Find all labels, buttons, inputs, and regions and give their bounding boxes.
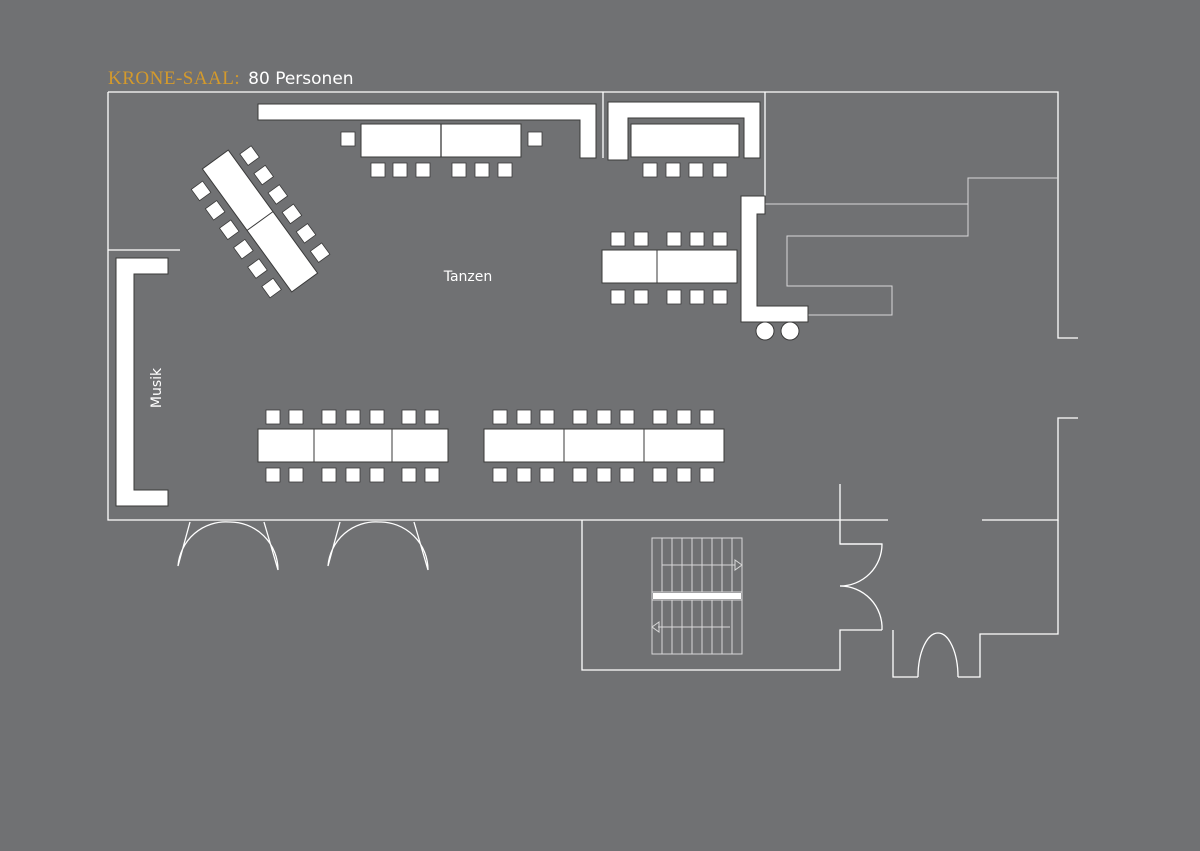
counters <box>115 101 761 507</box>
table-top <box>340 123 543 178</box>
staircase <box>651 537 743 655</box>
doors <box>177 521 959 678</box>
table-right <box>601 231 738 305</box>
capacity: 80 Personen <box>248 69 354 89</box>
venue-name: KRONE-SAAL: <box>108 68 241 89</box>
dance-area-label: Tanzen <box>443 269 493 285</box>
table-bottom-right <box>483 409 725 483</box>
bar-area <box>740 177 1058 341</box>
music-area-label: Musik <box>149 367 165 408</box>
counter-seats <box>642 162 728 178</box>
table-diagonal <box>190 145 331 299</box>
page-title: KRONE-SAAL: 80 Personen <box>108 55 354 92</box>
table-bottom-left <box>257 409 449 483</box>
walls <box>107 91 1078 678</box>
